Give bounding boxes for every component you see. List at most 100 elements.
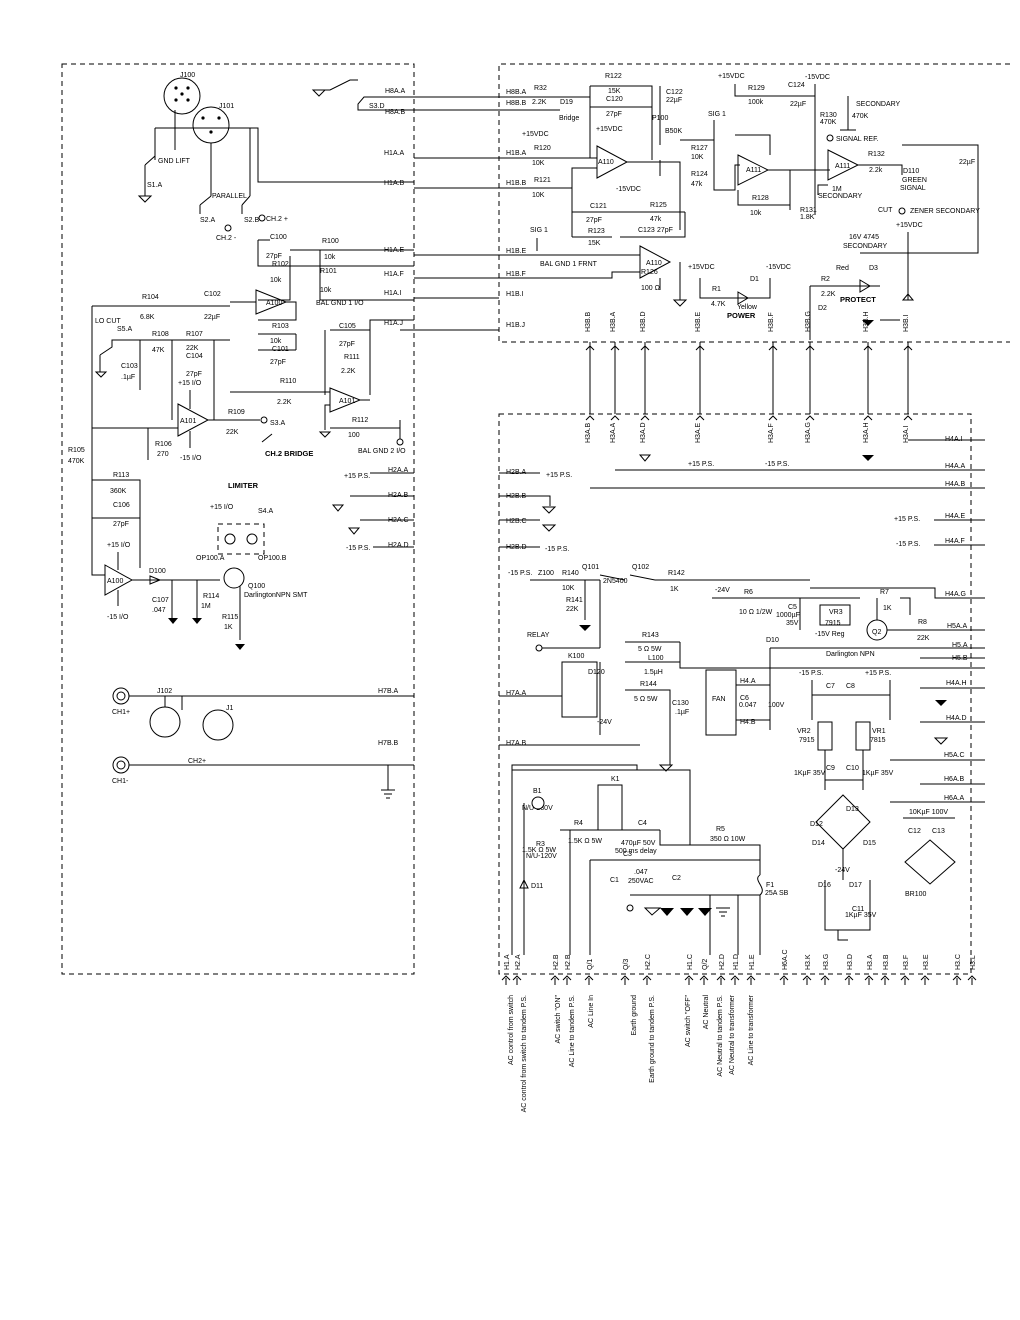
r109-value: 22K [226,429,239,436]
r100-value: 10k [324,254,336,261]
d17-label: D17 [849,882,862,889]
h2aa-label: H2A.A [388,467,409,474]
bottom-pin-label: H2.B [553,954,560,970]
bottom-pin-arrow [864,975,874,985]
r110-label: R110 [280,378,296,385]
d2-label: D2 [818,305,827,312]
h3bg-label: H3B.G [805,311,812,332]
vr3-value: 7915 [825,620,841,627]
vr2-label: VR2 [797,728,811,735]
s3a-label: S3.A [270,420,286,427]
bottom-pin-arrow [716,975,726,985]
h1bf-label: H1B.F [506,271,526,278]
r110-value: 2.2K [277,399,292,406]
ch2-plus-label: CH.2 + [266,216,288,223]
relay-label: RELAY [527,632,550,639]
board-outline-io [61,63,415,975]
r126-value: 100 Ω [641,285,660,292]
m15vdc-a-label: -15VDC [616,186,641,193]
h4b-label: H4.B [740,719,756,726]
c124-value: 22µF [790,101,806,108]
m15ps-b-label: -15 P.S. [896,541,920,548]
sig1-b-label: SIG 1 [708,111,726,118]
bal-gnd1-label: BAL GND 1 I/O [316,300,364,307]
h7bb-label: H7B.B [378,740,399,747]
j100-label: J100 [180,72,195,79]
zener-secondary-label: ZENER SECONDARY [910,208,980,215]
c7-label: C7 [826,683,835,690]
d3-label: D3 [869,265,878,272]
gnd-lift-label: GND LIFT [158,158,191,165]
c10-label: C10 [846,765,859,772]
c100-value: 27pF [266,253,282,260]
k1-label: K1 [611,776,620,783]
c120-value: 27pF [606,111,622,118]
c11-value: 1KµF 35V [845,912,877,919]
c103-value: .1µF [121,374,135,381]
d11-label: D11 [531,883,543,890]
bottom-pin-arrow [699,975,709,985]
r114-label: R114 [203,593,219,600]
r120-label: R120 [534,145,551,152]
j102-label: J102 [157,688,172,695]
bottom-pin-label: Q/1 [587,959,594,970]
r122-value: 15K [608,88,621,95]
k100-label: K100 [568,653,584,660]
h3ai-label: H3A.I [903,425,910,443]
ch1-minus-label: CH1- [112,778,129,785]
h4aa-label: H4A.A [945,463,966,470]
c107-label: C107 [152,597,169,604]
c130-label: C130 [672,700,689,707]
r103-value: 10k [270,338,282,345]
c106-value: 27pF [113,521,129,528]
bottom-caption: AC switch "ON" [555,995,562,1044]
m24v-label: -24V [715,587,730,594]
m15ps-c-label: -15 P.S. [545,546,569,553]
r121-value: 10K [532,192,545,199]
h4ai-label: H4A.I [945,436,963,443]
bal-gnd2-label: BAL GND 2 I/O [358,448,406,455]
bottom-pin-arrow [952,975,962,985]
p15vdc-a-label: +15VDC [522,131,549,138]
r32-value: 2.2K [532,99,547,106]
bottom-pin-arrow [562,975,572,985]
r103-label: R103 [272,323,289,330]
r113-label: R113 [113,472,129,479]
q2-label: Q2 [872,629,881,636]
r104-label: R104 [142,294,159,301]
h1bb-label: H1B.B [506,180,527,187]
d19-label: D19 [560,99,573,106]
h2ba-label: H2B.A [506,469,527,476]
bottom-pin-label: H3.D [847,954,854,970]
ch1-plus-label: CH1+ [112,709,130,716]
bottom-pin-arrow [746,975,756,985]
r6-value: 10 Ω 1/2W [739,609,773,616]
c102-value: 22µF [204,314,220,321]
m15vdc-c-label: -15VDC [766,264,791,271]
r101-value: 10k [320,287,332,294]
r120-value: 10K [532,160,545,167]
r142-value: 1K [670,586,679,593]
r125-value: 47k [650,216,662,223]
sig1-a-label: SIG 1 [530,227,548,234]
r1m-label: 1M [832,186,842,193]
secondary-b-label: SECONDARY [818,193,863,200]
h1ae-label: H1A.E [384,247,405,254]
c105-value: 27pF [339,341,355,348]
ch2-bridge-label: CH.2 BRIDGE [265,449,313,458]
h3ba-label: H3B.A [610,311,617,332]
h1ab-label: H1A.B [384,180,405,187]
h3-link-4 [768,342,778,421]
c123-value: 27pF [657,227,673,234]
c124-label: C124 [788,82,805,89]
bottom-pin-label: H3.E [923,954,930,970]
j1-label: J1 [226,705,234,712]
h4ag-label: H4A.G [945,591,966,598]
l100-label: L100 [648,655,664,662]
r121-label: R121 [534,177,551,184]
c6-voltage: 100V [768,702,785,709]
bottom-pin-label: H3.F [903,955,910,970]
h3bf-label: H3B.F [768,312,775,332]
